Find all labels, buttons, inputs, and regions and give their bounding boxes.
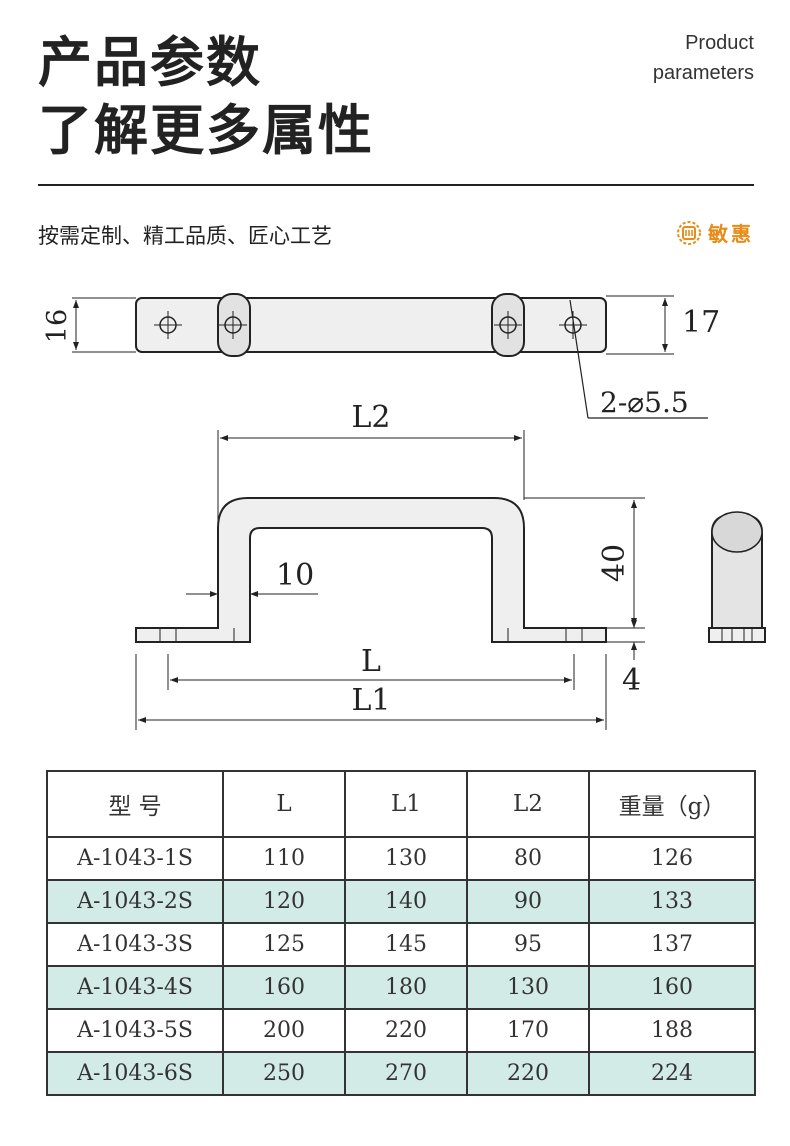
dim-hole-label: 2-⌀5.5 — [600, 386, 689, 419]
table-row: A-1043-5S 200 220 170 188 — [46, 1008, 756, 1053]
english-title-line1: Product — [685, 32, 754, 54]
cell-L2: 130 — [466, 965, 590, 1010]
header-divider — [38, 184, 754, 186]
header-L2: L2 — [466, 770, 590, 838]
cell-L1: 270 — [344, 1051, 468, 1096]
page-title-line1: 产品参数 — [38, 31, 262, 94]
cell-L1: 145 — [344, 922, 468, 967]
brand-name: 敏惠 — [708, 222, 754, 246]
cell-model: A-1043-5S — [46, 1008, 224, 1053]
cell-L: 120 — [222, 879, 346, 924]
side-view — [708, 511, 766, 643]
cell-model: A-1043-4S — [46, 965, 224, 1010]
cell-L2: 80 — [466, 836, 590, 881]
header-weight: 重量（g） — [588, 770, 756, 838]
cell-L: 110 — [222, 836, 346, 881]
table-row: A-1043-6S 250 270 220 224 — [46, 1051, 756, 1096]
cell-L1: 140 — [344, 879, 468, 924]
dim-4-label: 4 — [622, 663, 641, 698]
header-L: L — [222, 770, 346, 838]
cell-L1: 130 — [344, 836, 468, 881]
cell-L1: 180 — [344, 965, 468, 1010]
header-model: 型 号 — [46, 770, 224, 838]
cell-weight: 188 — [588, 1008, 756, 1053]
front-view — [135, 430, 645, 730]
cell-L: 250 — [222, 1051, 346, 1096]
tagline: 按需定制、精工品质、匠心工艺 — [38, 224, 332, 248]
cell-weight: 137 — [588, 922, 756, 967]
dim-L-label: L — [361, 644, 381, 679]
page-title-line2: 了解更多属性 — [38, 99, 374, 162]
table-header-row: 型 号 L L1 L2 重量（g） — [46, 770, 756, 838]
english-title-line2: parameters — [652, 62, 754, 84]
cell-weight: 160 — [588, 965, 756, 1010]
cell-weight: 133 — [588, 879, 756, 924]
dim-L2-label: L2 — [351, 400, 390, 435]
cell-L: 200 — [222, 1008, 346, 1053]
english-title: Product parameters — [653, 28, 754, 88]
cell-L2: 95 — [466, 922, 590, 967]
dim-17-label: 17 — [682, 305, 720, 340]
minhui-logo-icon — [677, 220, 701, 245]
dim-40-label: 40 — [597, 544, 632, 582]
header-L1: L1 — [344, 770, 468, 838]
brand-logo: 敏惠 — [676, 218, 754, 247]
cell-L: 160 — [222, 965, 346, 1010]
dim-L1-label: L1 — [351, 683, 390, 718]
cell-weight: 224 — [588, 1051, 756, 1096]
table-row: A-1043-4S 160 180 130 160 — [46, 965, 756, 1010]
cell-model: A-1043-6S — [46, 1051, 224, 1096]
table-row: A-1043-2S 120 140 90 133 — [46, 879, 756, 924]
cell-weight: 126 — [588, 836, 756, 881]
dim-16-label: 16 — [42, 309, 73, 343]
cell-model: A-1043-3S — [46, 922, 224, 967]
cell-model: A-1043-2S — [46, 879, 224, 924]
cell-L2: 220 — [466, 1051, 590, 1096]
cell-L2: 90 — [466, 879, 590, 924]
spec-table: 型 号 L L1 L2 重量（g） A-1043-1S 110 130 80 1… — [46, 770, 756, 1096]
technical-drawing: 16 17 2-⌀5.5 — [42, 293, 766, 730]
cell-L2: 170 — [466, 1008, 590, 1053]
top-view — [72, 293, 708, 419]
table-row: A-1043-3S 125 145 95 137 — [46, 922, 756, 967]
cell-L1: 220 — [344, 1008, 468, 1053]
cell-model: A-1043-1S — [46, 836, 224, 881]
table-row: A-1043-1S 110 130 80 126 — [46, 836, 756, 881]
cell-L: 125 — [222, 922, 346, 967]
dim-10-label: 10 — [276, 558, 314, 593]
